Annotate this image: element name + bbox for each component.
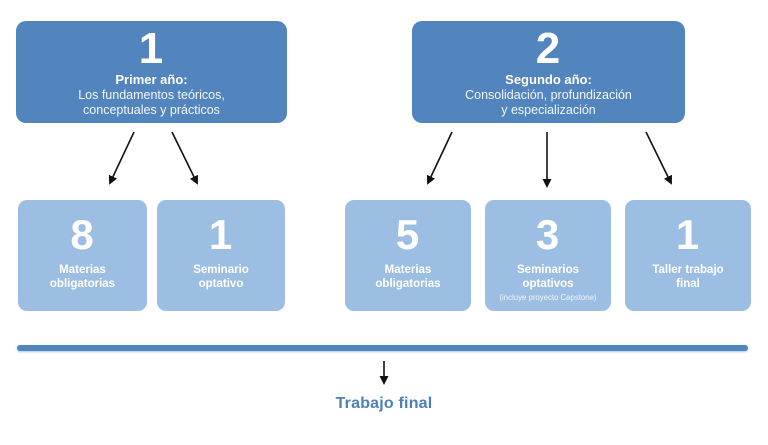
course-label: Taller trabajo final <box>652 264 724 291</box>
course-label: Seminario optativo <box>193 264 249 291</box>
course-box-seminario-optativo: 1 Seminario optativo <box>157 200 285 311</box>
arrow-down-icon <box>171 131 198 185</box>
course-count: 3 <box>535 211 561 258</box>
course-box-materias-obligatorias-year2: 5 Materias obligatorias <box>345 200 471 311</box>
course-label: Materias obligatorias <box>49 264 116 291</box>
arrow-down-icon <box>426 131 453 185</box>
year1-description: Los fundamentos teóricos, conceptuales y… <box>78 88 225 118</box>
course-label: Materias obligatorias <box>375 264 441 291</box>
course-box-materias-obligatorias-year1: 8 Materias obligatorias <box>18 200 147 311</box>
course-note: (incluye proyecto Capstone) <box>499 293 597 303</box>
course-count: 8 <box>70 211 95 258</box>
course-box-taller-trabajo-final: 1 Taller trabajo final <box>625 200 751 311</box>
year1-title: Primer año: <box>115 72 188 88</box>
timeline-divider <box>17 345 748 351</box>
course-box-seminarios-optativos: 3 Seminarios optativos (incluye proyecto… <box>485 200 611 311</box>
final-project-label: Trabajo final <box>335 395 433 412</box>
course-label: Seminarios optativos <box>517 264 579 291</box>
course-count: 1 <box>208 211 234 258</box>
year2-box: 2 Segundo año: Consolidación, profundiza… <box>412 21 685 123</box>
year2-description: Consolidación, profundización y especial… <box>465 88 632 118</box>
year2-number: 2 <box>535 24 562 73</box>
year2-title: Segundo año: <box>505 72 592 88</box>
arrow-down-icon <box>645 131 672 185</box>
arrow-down-icon <box>108 131 135 185</box>
course-count: 5 <box>395 211 421 258</box>
year1-number: 1 <box>138 24 165 73</box>
course-count: 1 <box>675 211 701 258</box>
year1-box: 1 Primer año: Los fundamentos teóricos, … <box>16 21 287 123</box>
